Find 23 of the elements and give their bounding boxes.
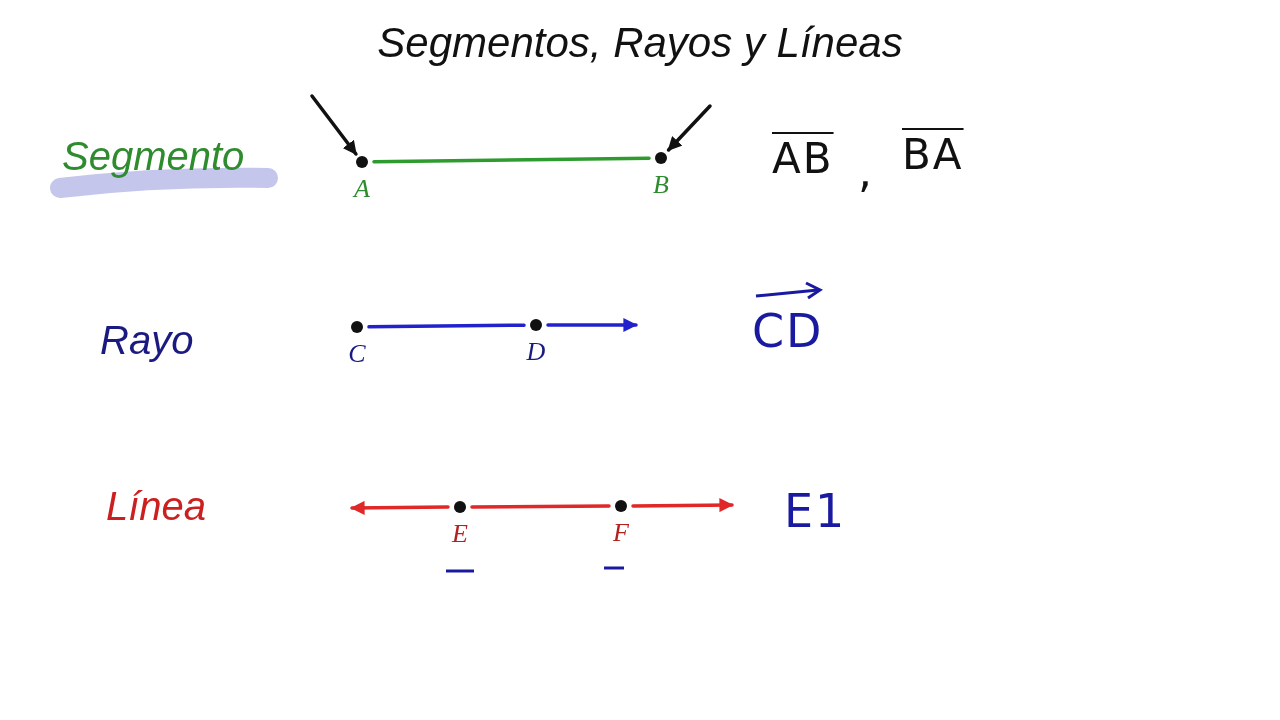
line bbox=[470, 504, 611, 509]
pointer-arrow bbox=[310, 94, 358, 156]
arrow bbox=[546, 318, 638, 332]
title: Segmentos, Rayos y Líneas bbox=[376, 22, 904, 64]
point-letter: B bbox=[652, 172, 670, 198]
notation: CD bbox=[752, 308, 824, 354]
line bbox=[372, 156, 651, 164]
line bbox=[367, 323, 526, 329]
arrow bbox=[350, 500, 450, 515]
arrow bbox=[631, 498, 734, 513]
notation: AB bbox=[772, 138, 834, 180]
row-label: Línea bbox=[106, 486, 207, 526]
point-letter: D bbox=[525, 339, 547, 365]
row-label: Segmento bbox=[62, 136, 245, 176]
point-letter: C bbox=[347, 341, 367, 367]
point-letter: A bbox=[351, 176, 371, 202]
point-letter: E bbox=[450, 521, 469, 547]
notation: E1 bbox=[784, 488, 847, 534]
point-letter: F bbox=[612, 520, 630, 546]
notation: BA bbox=[902, 134, 964, 176]
pointer-arrow bbox=[666, 104, 712, 152]
row-label: Rayo bbox=[100, 320, 194, 360]
comma: , bbox=[858, 150, 874, 194]
